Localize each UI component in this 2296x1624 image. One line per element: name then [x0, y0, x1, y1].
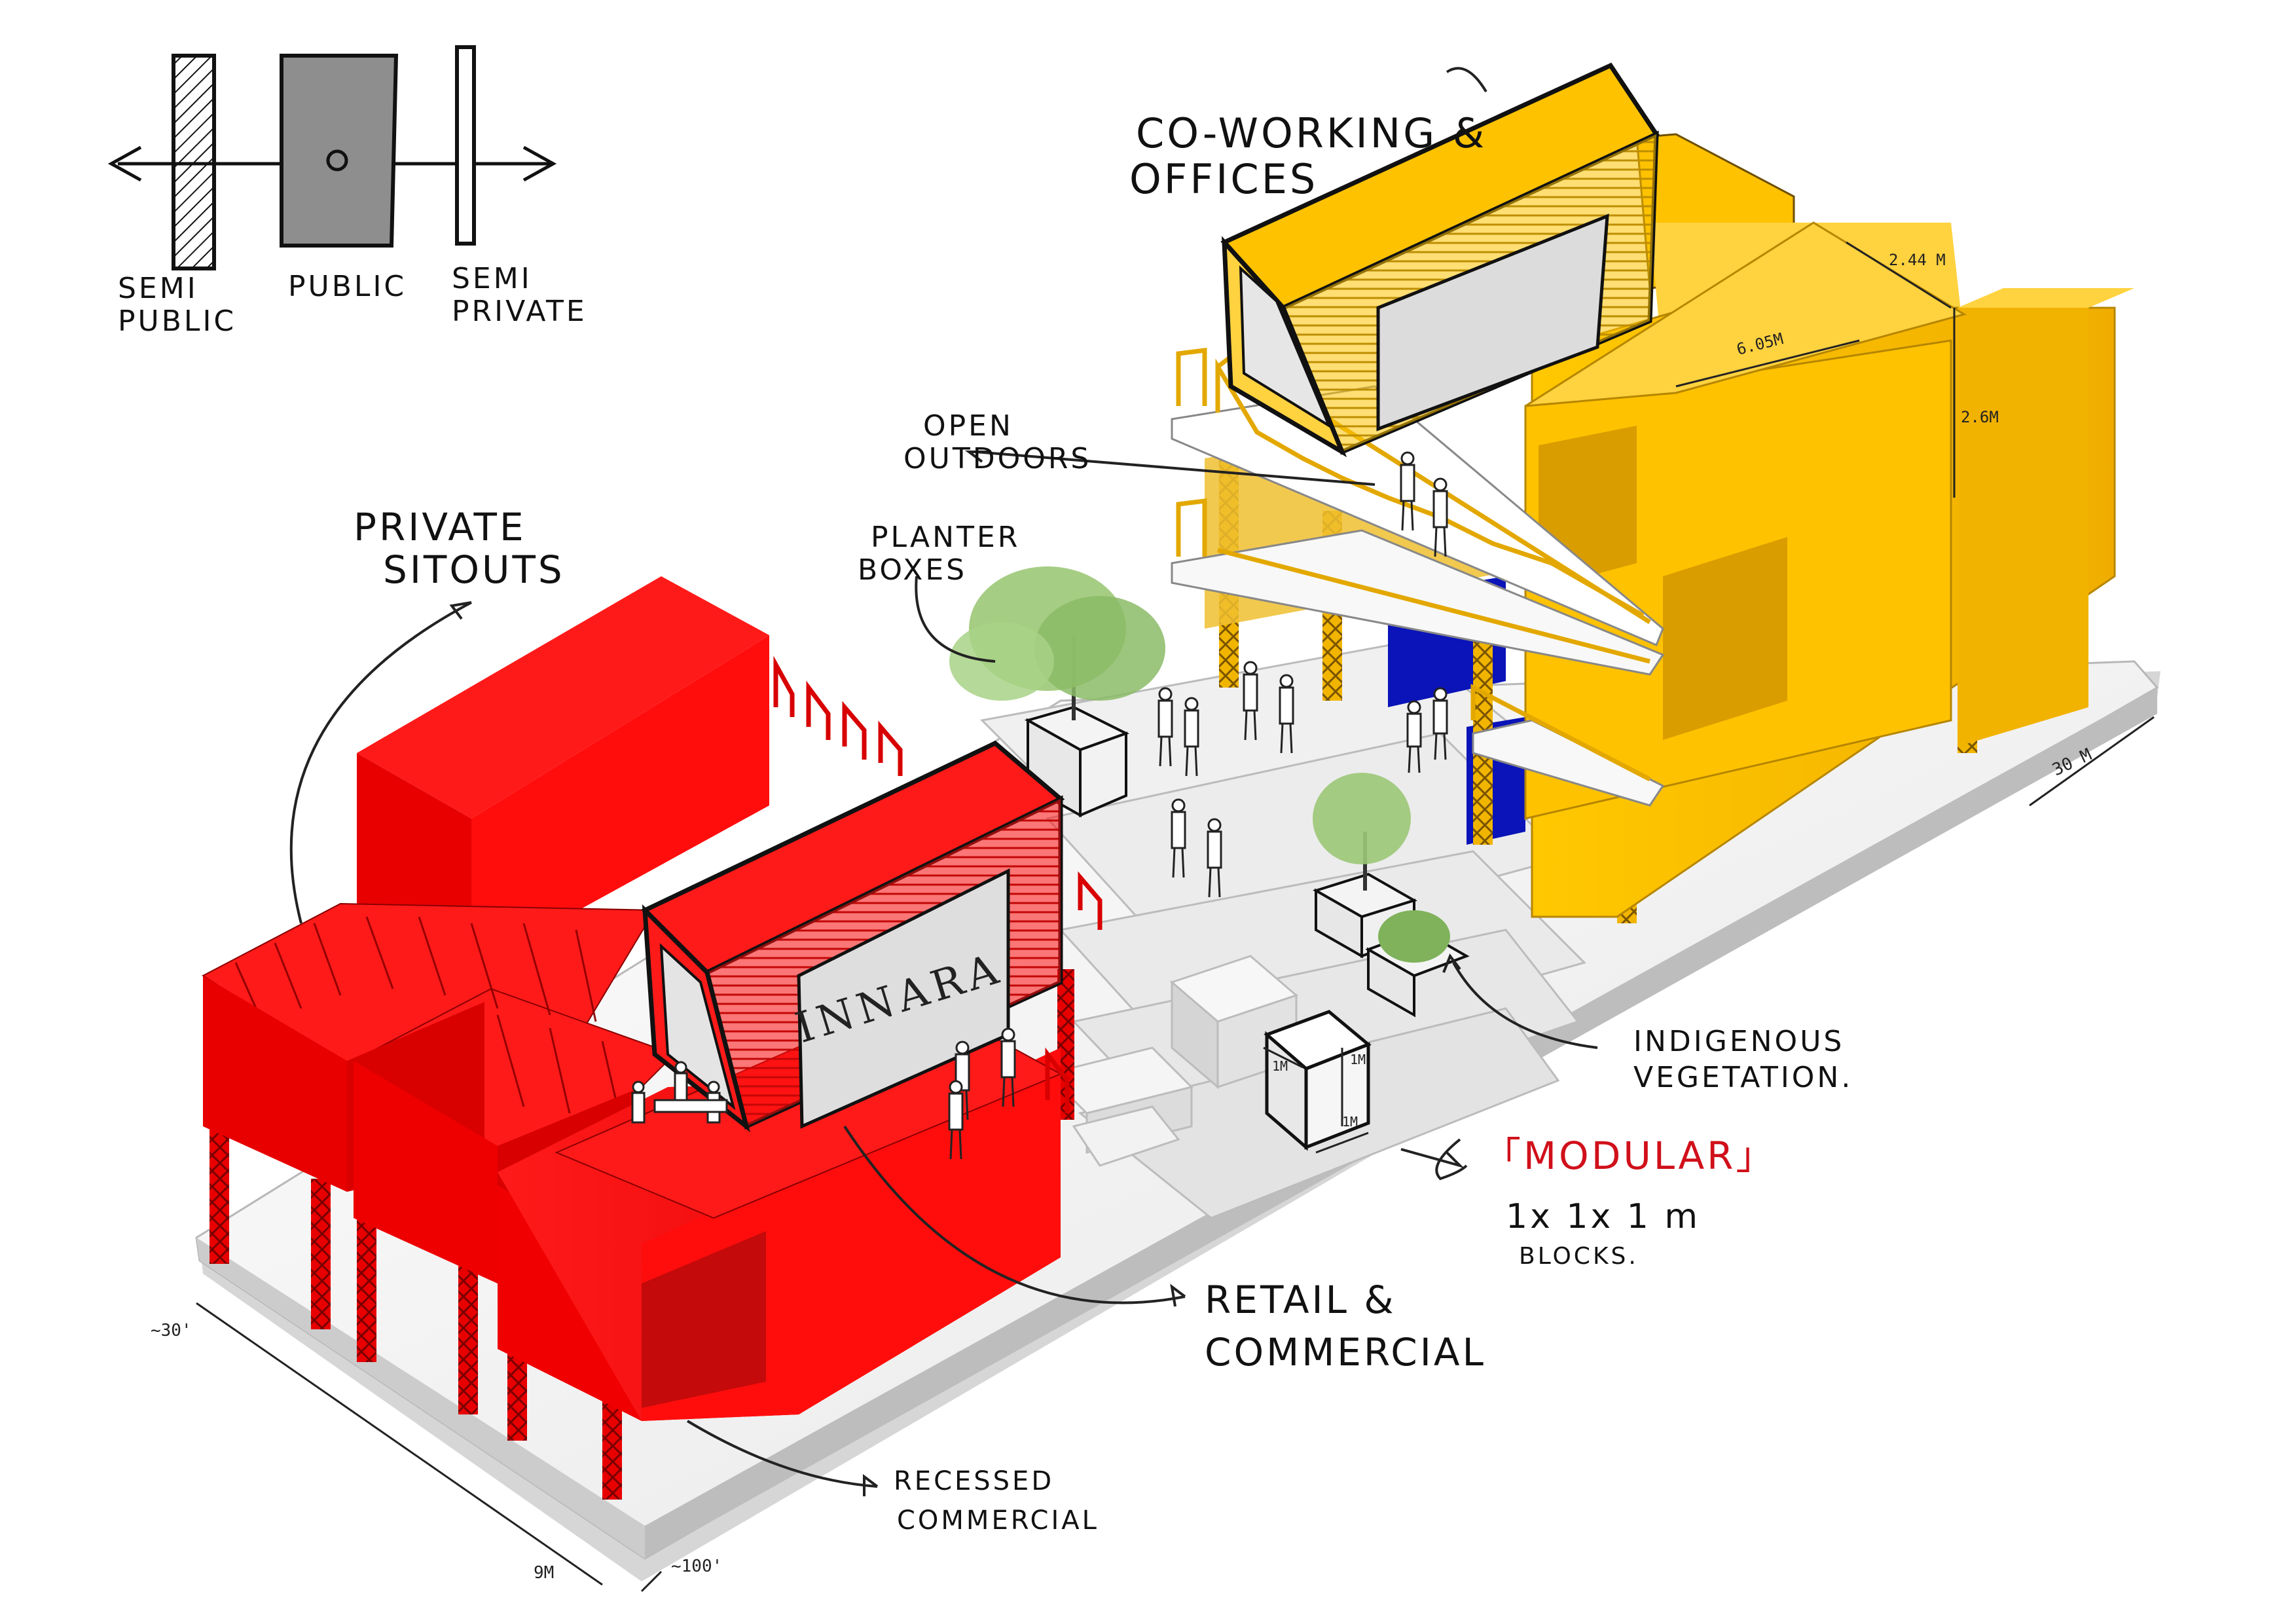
- container-glazing: [1376, 213, 1609, 432]
- truss-column: [357, 1211, 376, 1362]
- window-opening: [1663, 537, 1787, 740]
- truss-column: [458, 1264, 478, 1414]
- leader-open-outdoors: [975, 451, 1376, 486]
- people-figures: [631, 451, 1448, 1160]
- modular-block-1m: [1264, 1010, 1372, 1151]
- label-modular-blocks: BLOCKS.: [1519, 1243, 1639, 1270]
- leader-planter: [915, 576, 996, 663]
- red-retail-block: INNARA: [202, 576, 1102, 1500]
- leader-indigenous: [1452, 962, 1598, 1049]
- dim-1m-b: 1M: [1272, 1058, 1288, 1074]
- label-retail: RETAIL &COMMERCIAL: [1205, 1278, 1486, 1375]
- planter-tree-large: [949, 566, 1165, 818]
- dim-1m-a: 1M: [1350, 1052, 1366, 1067]
- leader-coworking: [1446, 67, 1487, 93]
- dim-1m-c: 1M: [1342, 1114, 1358, 1130]
- semi-public-wall-icon: [172, 54, 216, 270]
- planter-indigenous: [1365, 910, 1470, 1018]
- leader-recessed: [686, 1420, 878, 1488]
- truss-column: [210, 1126, 229, 1264]
- dimension-lines: [196, 241, 2155, 1593]
- innara-container: INNARA: [641, 740, 1065, 1133]
- dim-244: 2.44 M: [1889, 251, 1946, 269]
- truss-column: [311, 1179, 331, 1329]
- label-coworking: CO-WORKING &OFFICES: [1129, 109, 1487, 203]
- leader-private-sitouts: [289, 601, 472, 924]
- planter-tree-small: [1313, 773, 1417, 959]
- leader-modular: [1435, 1138, 1468, 1181]
- yellow-coworking-block: [1171, 62, 2134, 923]
- recessed-opening: [642, 1231, 766, 1408]
- walkway-slab-lower: [1472, 719, 1665, 807]
- coworking-container: [1220, 62, 1660, 458]
- dim-100ft: ~100': [671, 1557, 722, 1576]
- legend-public: PUBLIC: [288, 270, 407, 303]
- container-window: [659, 943, 736, 1111]
- cafe-table: [653, 1099, 728, 1113]
- modular-blocks: [979, 640, 1586, 1219]
- container-window: [1239, 265, 1332, 429]
- dim-30ft: ~30': [151, 1321, 192, 1340]
- red-railing: [773, 655, 1102, 1113]
- annotation-leaders: [289, 67, 1598, 1496]
- leader-retail: [843, 1125, 1186, 1304]
- center-marker-icon: [326, 149, 348, 172]
- arrow-left-icon: [107, 145, 142, 182]
- semi-private-wall-icon: [455, 45, 476, 246]
- dim-9m: 9M: [534, 1563, 554, 1583]
- label-modular-dims: 1x 1x 1 m: [1506, 1197, 1700, 1236]
- dim-26: 2.6M: [1961, 408, 1999, 426]
- arrow-right-icon: [522, 145, 557, 182]
- label-modular-title: 「MODULAR」: [1483, 1134, 1776, 1178]
